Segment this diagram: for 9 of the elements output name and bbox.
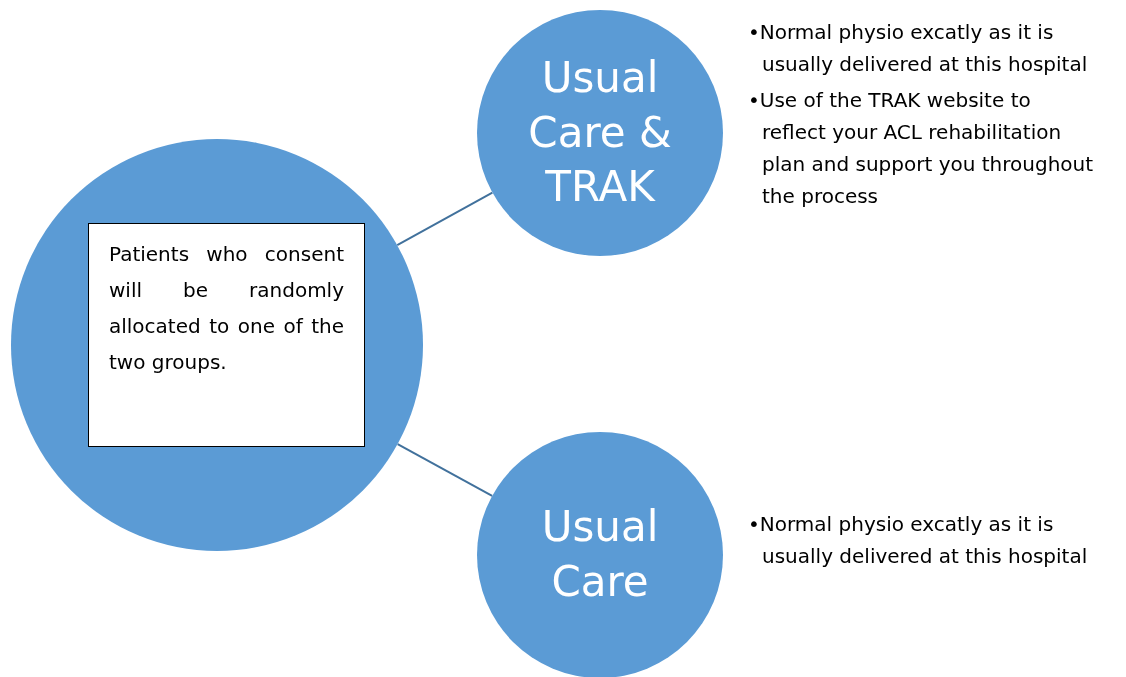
group-title: Usual Care — [540, 501, 660, 608]
connector-line — [396, 191, 494, 247]
bullet-text: •Normal physio excatly as it is usually delivered at this hospital — [748, 511, 1089, 570]
bullet-text: •Use of the TRAK website to reflect your ACL rehabilitation plan and support you throughout the process — [748, 87, 1095, 210]
text-box — [88, 223, 365, 447]
group-title: Usual Care & TRAK — [527, 52, 673, 214]
box-text: Patients who consent will be randomly allocated to one of the two groups. — [109, 241, 344, 376]
bullet-text: •Normal physio excatly as it is usually delivered at this hospital — [748, 19, 1089, 78]
connector-line — [396, 443, 494, 497]
